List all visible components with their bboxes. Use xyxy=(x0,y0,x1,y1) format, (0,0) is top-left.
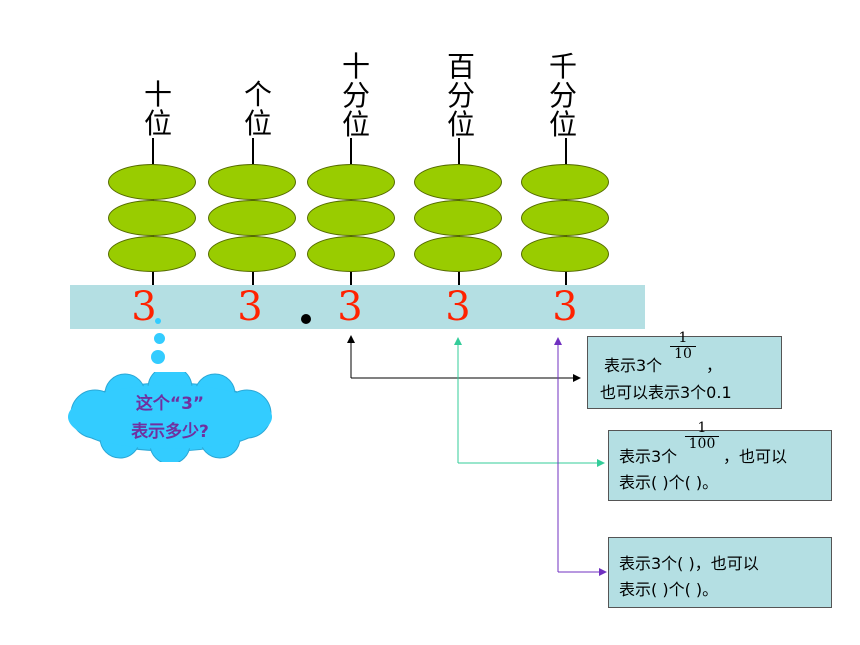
digit-tenths: 3 xyxy=(337,284,363,330)
place-label-tenths: 十 分 位 xyxy=(341,50,370,141)
digit-thousandths: 3 xyxy=(552,284,578,330)
box3-line1: 表示3个( )，也可以 xyxy=(619,554,759,573)
box1-line1-prefix: 表示3个 xyxy=(604,356,663,375)
answer-box-tenths: 表示3个 1 10 ， 也可以表示3个0.1 xyxy=(587,331,782,409)
digit-ones: 3 xyxy=(237,284,263,330)
box1-line2: 也可以表示3个0.1 xyxy=(600,383,732,402)
bead xyxy=(307,236,395,272)
answer-box-hundredths: 表示3个 1 100 ，也可以 表示( )个( )。 xyxy=(608,421,832,501)
box2-fraction-numerator: 1 xyxy=(697,420,707,436)
place-label-thousandths: 千 分 位 xyxy=(548,50,577,141)
box1-fraction-denominator: 10 xyxy=(670,346,696,362)
box2-line1-prefix: 表示3个 xyxy=(619,447,678,466)
answer-box-thousandths: 表示3个( )，也可以 表示( )个( )。 xyxy=(608,537,832,608)
box2-line2: 表示( )个( )。 xyxy=(619,473,719,492)
digit-hundredths: 3 xyxy=(445,284,471,330)
place-label-ones: 个 位 xyxy=(243,78,272,140)
bead xyxy=(414,200,502,236)
bubble-dot xyxy=(154,333,165,344)
bead xyxy=(208,200,296,236)
bead xyxy=(521,164,609,200)
box1-fraction-numerator: 1 xyxy=(678,330,688,346)
bubble-dot xyxy=(151,350,165,364)
box1-fraction: 1 10 xyxy=(670,331,696,362)
box3-line2: 表示( )个( )。 xyxy=(619,580,719,599)
bead xyxy=(521,200,609,236)
bead xyxy=(307,164,395,200)
bead xyxy=(108,236,196,272)
cloud-text-line2: 表示多少? xyxy=(131,422,209,442)
bead xyxy=(108,200,196,236)
bead xyxy=(414,236,502,272)
cloud-text-line1: 这个“3” xyxy=(135,394,205,414)
digit-tens: 3 xyxy=(131,284,157,330)
box1-line1-suffix: ， xyxy=(706,356,723,375)
thought-cloud xyxy=(68,372,272,462)
box2-fraction-denominator: 100 xyxy=(685,436,719,452)
bead xyxy=(521,236,609,272)
place-label-hundredths: 百 分 位 xyxy=(446,50,475,141)
bead xyxy=(208,236,296,272)
place-label-tens: 十 位 xyxy=(143,78,172,140)
number-bar xyxy=(70,285,645,329)
bead xyxy=(307,200,395,236)
box2-fraction: 1 100 xyxy=(685,421,719,452)
decimal-point xyxy=(301,314,311,324)
bubble-dot xyxy=(155,318,161,324)
box2-line1-suffix: ，也可以 xyxy=(723,447,788,466)
